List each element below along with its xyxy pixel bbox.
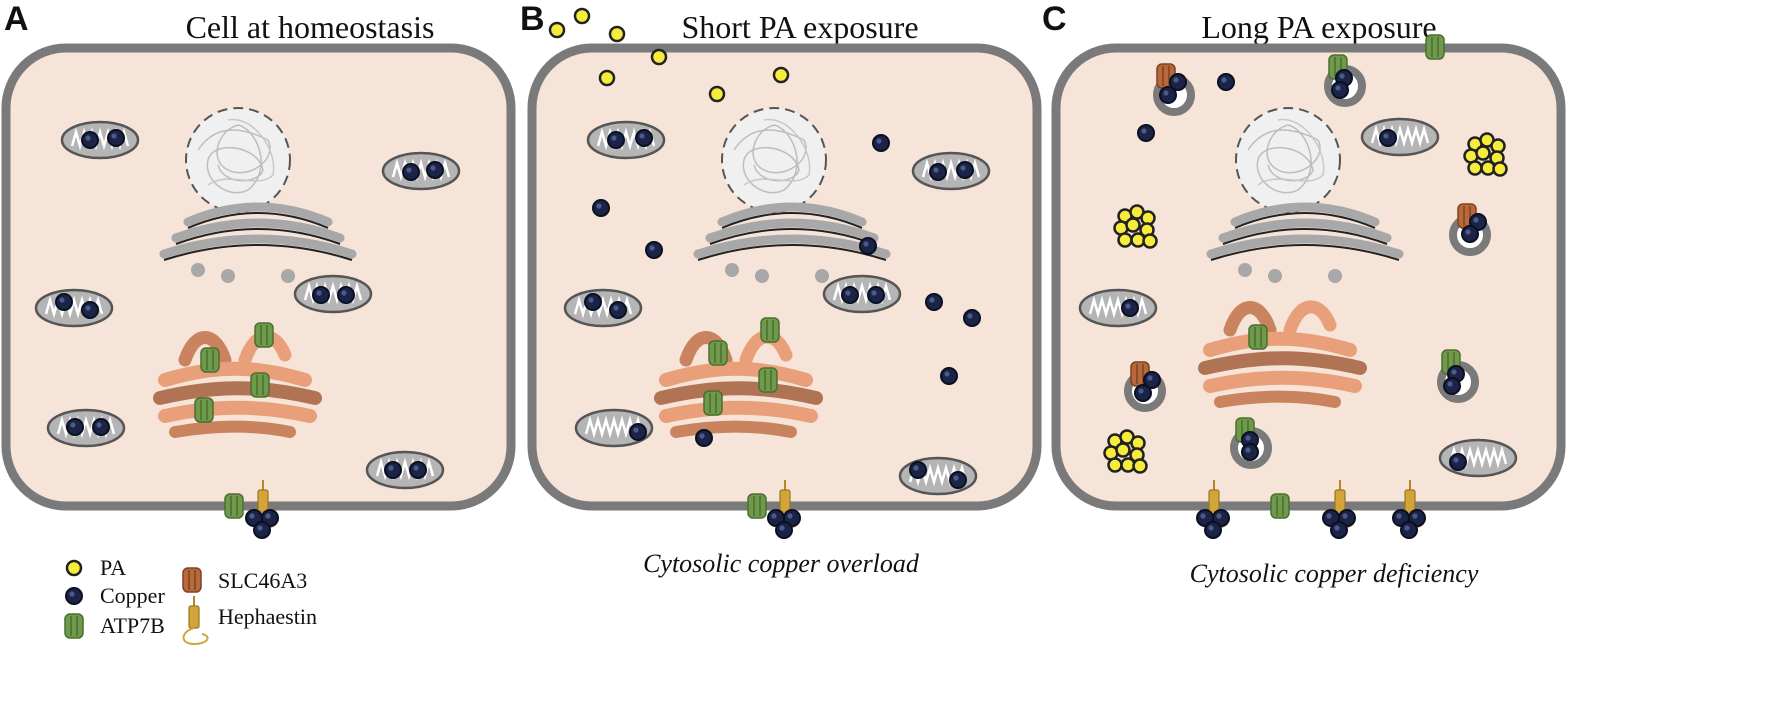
hephaestin-icon [182, 595, 209, 645]
nucleus-a [185, 107, 291, 213]
legend-label-slc46a3: SLC46A3 [218, 568, 307, 593]
legend-label-copper: Copper [100, 583, 165, 608]
panel-c-title: Long PA exposure [1201, 9, 1436, 45]
legend-item-pa: PA [65, 555, 126, 580]
panel-b-caption: Cytosolic copper overload [643, 549, 920, 578]
panel-b: B Short PA exposure Cytos [520, 0, 1042, 578]
atp7b-icon [194, 397, 214, 423]
copper-cluster [1393, 510, 1425, 538]
pa-icon [65, 559, 83, 577]
pa-droplet [573, 7, 591, 25]
mitochondrion [1360, 117, 1440, 157]
atp7b-icon [758, 367, 778, 393]
legend-item-slc46a3: SLC46A3 [182, 567, 307, 593]
atp7b-icon [1425, 34, 1445, 60]
cell-c [1051, 43, 1566, 511]
copper-ion [859, 237, 877, 255]
mitochondrion [563, 288, 643, 328]
mitochondrion [1438, 438, 1518, 478]
pa-droplet [548, 21, 566, 39]
pa-droplet [772, 66, 790, 84]
atp7b-icon [250, 372, 270, 398]
mitochondrion [1078, 288, 1158, 328]
legend-item-hephaestin: Hephaestin [182, 595, 317, 645]
atp7b-icon [1270, 493, 1290, 519]
copper-cluster [1323, 510, 1355, 538]
mitochondrion [911, 151, 991, 191]
copper-ion [963, 309, 981, 327]
atp7b-icon [200, 347, 220, 373]
atp7b-icon [747, 493, 767, 519]
mitochondrion [365, 450, 445, 490]
atp7b-icon [254, 322, 274, 348]
mitochondrion [293, 274, 373, 314]
nucleus-b [721, 107, 827, 213]
panel-c: C Long PA exposure Cytosolic copper defi… [1042, 0, 1566, 588]
atp7b-icon [1248, 324, 1268, 350]
panel-a: A Cell at homeostasis [1, 0, 516, 538]
atp7b-icon [64, 613, 84, 639]
atp7b-icon [708, 340, 728, 366]
atp7b-icon [760, 317, 780, 343]
legend-label-atp7b: ATP7B [100, 613, 165, 638]
copper-ion [1217, 73, 1235, 91]
lipid-droplet [1463, 132, 1508, 177]
panel-a-letter: A [4, 0, 29, 38]
slc46a3-icon [182, 567, 202, 593]
nucleus-c [1235, 107, 1341, 213]
pa-droplet [598, 69, 616, 87]
copper-ion [925, 293, 943, 311]
legend: PA Copper ATP7B SLC46A3 Hephaestin [64, 555, 317, 645]
lipid-droplet [1103, 429, 1148, 474]
mitochondrion [60, 120, 140, 160]
mitochondrion [381, 151, 461, 191]
copper-ion [592, 199, 610, 217]
copper-ion [872, 134, 890, 152]
mitochondrion [34, 288, 114, 328]
mitochondrion [822, 274, 902, 314]
panel-b-title: Short PA exposure [681, 9, 918, 45]
legend-item-copper: Copper [65, 583, 165, 608]
mitochondrion [898, 456, 978, 496]
panel-b-letter: B [520, 0, 545, 38]
legend-item-atp7b: ATP7B [64, 613, 165, 639]
legend-label-hephaestin: Hephaestin [218, 604, 317, 629]
copper-ion [645, 241, 663, 259]
legend-label-pa: PA [100, 555, 126, 580]
lipid-droplet [1113, 204, 1158, 249]
atp7b-icon [703, 390, 723, 416]
copper-ion [940, 367, 958, 385]
panel-c-caption: Cytosolic copper deficiency [1190, 559, 1479, 588]
atp7b-icon [224, 493, 244, 519]
copper-ion [695, 429, 713, 447]
panel-a-title: Cell at homeostasis [186, 9, 435, 45]
pa-droplet [708, 85, 726, 103]
mitochondrion [46, 408, 126, 448]
copper-cluster [768, 510, 800, 538]
pa-droplet [608, 25, 626, 43]
mitochondrion [574, 408, 654, 448]
copper-cluster [246, 510, 278, 538]
copper-icon [65, 587, 83, 605]
copper-cluster [1197, 510, 1229, 538]
pa-droplet [650, 48, 668, 66]
panel-c-letter: C [1042, 0, 1067, 38]
copper-ion [1137, 124, 1155, 142]
mitochondrion [586, 120, 666, 160]
